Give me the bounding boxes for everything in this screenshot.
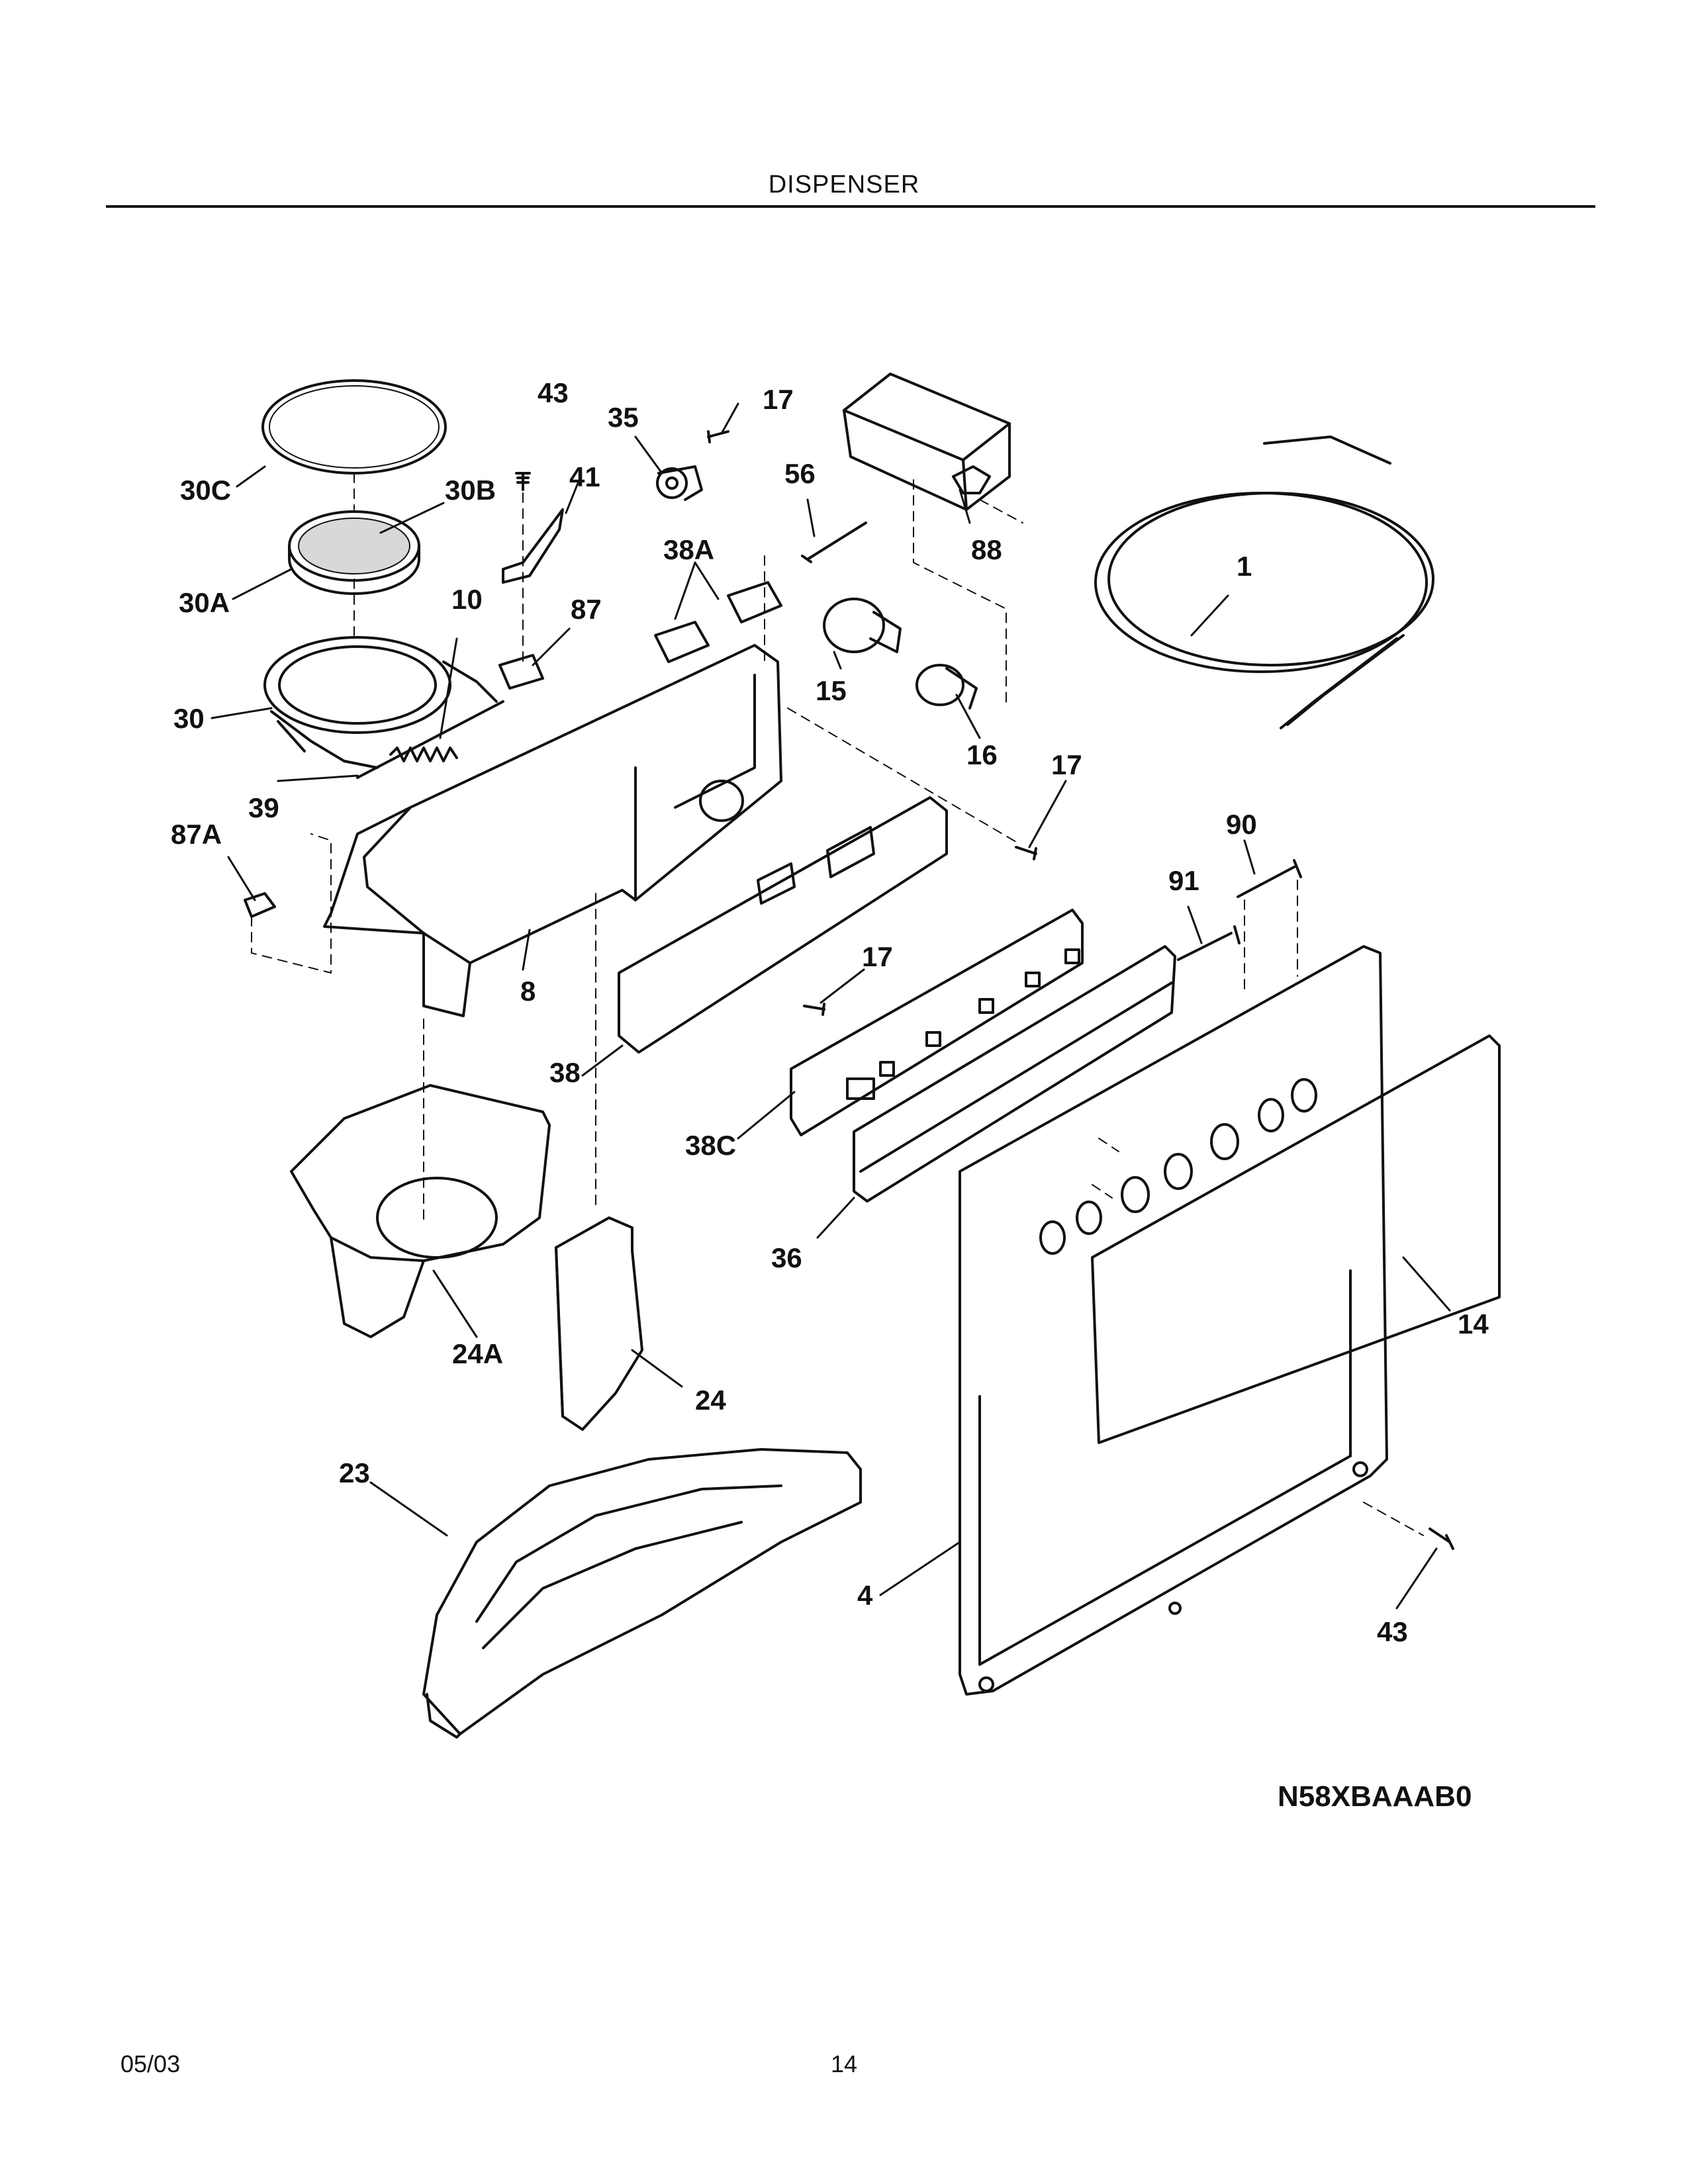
part-43-screw-bottom <box>1429 1527 1454 1550</box>
label-88: 88 <box>971 534 1002 565</box>
part-8-housing <box>323 644 782 1017</box>
label-14: 14 <box>1458 1308 1489 1340</box>
label-24: 24 <box>695 1385 726 1416</box>
label-38c: 38C <box>685 1130 736 1161</box>
label-35: 35 <box>608 402 639 433</box>
part-90-pin <box>1237 859 1302 898</box>
part-88-cover-box <box>843 373 1011 511</box>
part-17-screw-c <box>803 1003 825 1016</box>
part-38c-switch-board <box>790 909 1084 1136</box>
part-10-spring <box>389 747 458 762</box>
title-rule <box>106 205 1595 208</box>
part-1-water-tube <box>1094 435 1434 729</box>
label-56: 56 <box>784 458 816 489</box>
part-43-screw-top <box>515 472 531 491</box>
part-24-ice-paddle <box>555 1216 643 1431</box>
label-15: 15 <box>816 675 847 706</box>
label-4: 4 <box>857 1580 873 1611</box>
footer-date: 05/03 <box>120 2050 181 2077</box>
part-17-screw-a <box>707 430 729 443</box>
label-38a: 38A <box>663 534 714 565</box>
part-87-pad <box>498 654 544 690</box>
model-number: N58XBAAAB0 <box>1278 1780 1472 1813</box>
part-24a-ice-chute <box>290 1084 551 1338</box>
label-17-right: 17 <box>1051 749 1082 780</box>
part-23-drip-tray <box>422 1448 862 1739</box>
label-16: 16 <box>966 739 998 770</box>
label-8: 8 <box>520 976 536 1007</box>
page-title: DISPENSER <box>768 171 920 199</box>
label-17-mid: 17 <box>862 941 893 972</box>
label-23: 23 <box>339 1457 370 1488</box>
part-91-pin <box>1177 925 1241 961</box>
part-35-actuator <box>656 465 703 501</box>
label-87: 87 <box>571 594 602 625</box>
label-30b: 30B <box>445 475 496 506</box>
label-30a: 30A <box>179 587 230 618</box>
label-38: 38 <box>549 1057 581 1088</box>
part-87a-clip <box>244 892 276 918</box>
label-43-bottom: 43 <box>1377 1616 1408 1647</box>
label-90: 90 <box>1226 809 1257 840</box>
label-17-top: 17 <box>763 384 794 415</box>
label-30c: 30C <box>180 475 231 506</box>
label-41: 41 <box>569 461 600 492</box>
part-4-dispenser-frame <box>959 945 1388 1696</box>
label-36: 36 <box>771 1242 802 1273</box>
part-17-screw-b <box>1015 846 1037 860</box>
label-91: 91 <box>1168 865 1199 896</box>
label-43-top: 43 <box>538 377 569 408</box>
part-38a-switches <box>654 581 782 663</box>
part-39-rod <box>356 700 504 779</box>
part-38-control-board <box>618 796 948 1054</box>
label-87a: 87A <box>171 819 222 850</box>
label-30: 30 <box>173 703 205 734</box>
part-14-overlay-panel <box>1091 1034 1501 1444</box>
part-30-ring-housing <box>263 636 498 769</box>
part-15-bulb <box>823 598 902 653</box>
label-1: 1 <box>1237 551 1252 582</box>
label-39: 39 <box>248 792 279 823</box>
part-30c-gasket <box>261 379 447 475</box>
part-41-bracket <box>502 508 564 584</box>
part-36-switch-arm-bar <box>853 945 1176 1203</box>
label-24a: 24A <box>452 1338 503 1369</box>
page-number: 14 <box>831 2050 858 2077</box>
label-10: 10 <box>451 584 483 615</box>
part-56-screw <box>801 522 867 563</box>
part-16-socket <box>915 664 978 709</box>
